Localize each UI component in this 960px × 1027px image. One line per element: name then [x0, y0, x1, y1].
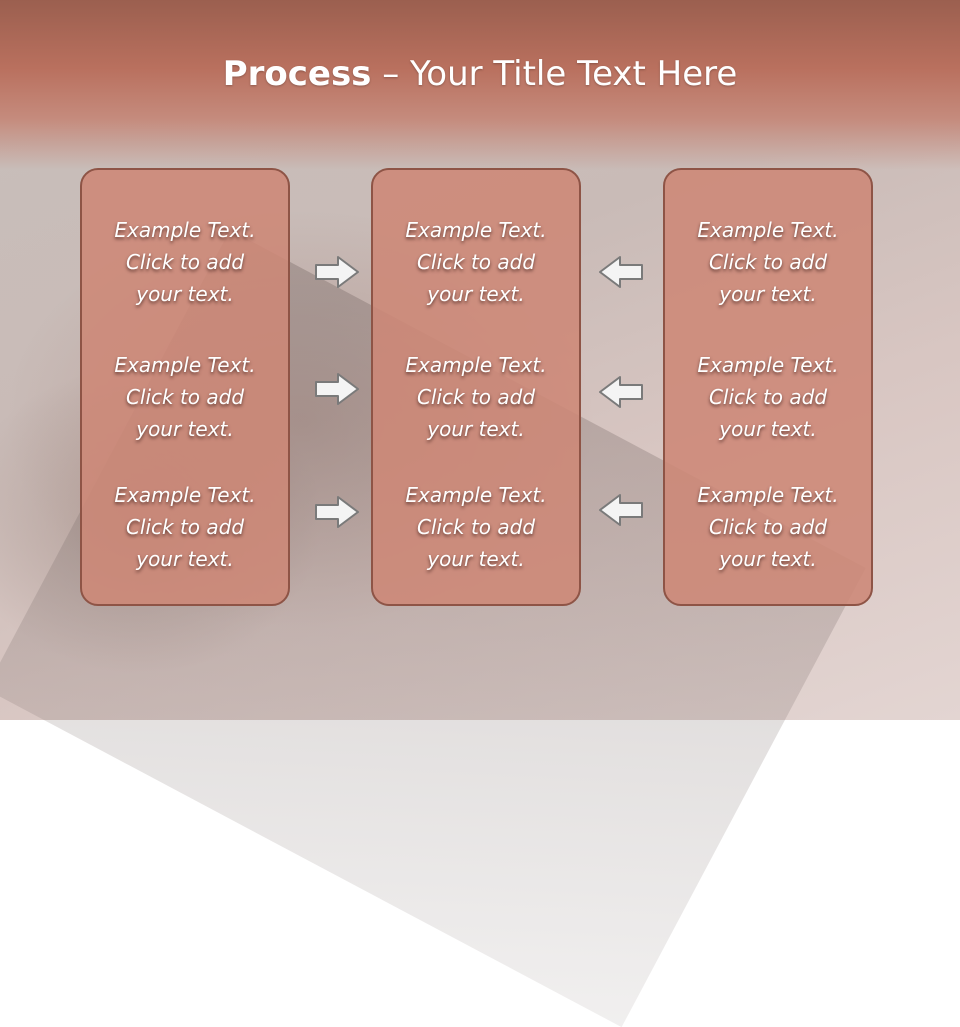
text-line: Example Text. — [697, 353, 839, 377]
text-block[interactable]: Example Text. Click to add your text. — [373, 214, 579, 310]
arrow-left-icon[interactable] — [597, 254, 645, 290]
text-line: your text. — [719, 417, 817, 441]
arrow-right-icon[interactable] — [313, 254, 361, 290]
text-line: Example Text. — [405, 218, 547, 242]
text-line: Example Text. — [114, 353, 256, 377]
text-block[interactable]: Example Text. Click to add your text. — [82, 349, 288, 445]
text-line: your text. — [427, 417, 525, 441]
text-line: your text. — [136, 547, 234, 571]
process-box-right[interactable]: Example Text. Click to add your text. Ex… — [663, 168, 873, 606]
text-line: your text. — [719, 282, 817, 306]
text-block[interactable]: Example Text. Click to add your text. — [665, 349, 871, 445]
text-line: Example Text. — [114, 483, 256, 507]
text-block[interactable]: Example Text. Click to add your text. — [373, 479, 579, 575]
text-block[interactable]: Example Text. Click to add your text. — [373, 349, 579, 445]
text-line: your text. — [427, 282, 525, 306]
text-line: Click to add — [416, 250, 536, 274]
arrow-left-icon[interactable] — [597, 374, 645, 410]
title-rest: – Your Title Text Here — [371, 54, 738, 94]
arrow-right-icon[interactable] — [313, 494, 361, 530]
text-line: your text. — [136, 282, 234, 306]
text-line: Example Text. — [697, 218, 839, 242]
text-line: Click to add — [125, 250, 245, 274]
text-line: your text. — [427, 547, 525, 571]
arrow-right-icon[interactable] — [313, 371, 361, 407]
text-line: Example Text. — [114, 218, 256, 242]
text-line: Example Text. — [405, 353, 547, 377]
process-box-left[interactable]: Example Text. Click to add your text. Ex… — [80, 168, 290, 606]
text-line: Click to add — [416, 515, 536, 539]
text-line: Click to add — [708, 250, 828, 274]
text-line: Click to add — [416, 385, 536, 409]
text-line: Example Text. — [405, 483, 547, 507]
text-block[interactable]: Example Text. Click to add your text. — [82, 214, 288, 310]
text-line: Click to add — [125, 385, 245, 409]
slide-title[interactable]: Process – Your Title Text Here — [0, 54, 960, 94]
title-bold: Process — [222, 54, 372, 94]
text-block[interactable]: Example Text. Click to add your text. — [665, 479, 871, 575]
title-band — [0, 0, 960, 170]
arrow-left-icon[interactable] — [597, 492, 645, 528]
text-line: Example Text. — [697, 483, 839, 507]
text-line: Click to add — [125, 515, 245, 539]
text-block[interactable]: Example Text. Click to add your text. — [82, 479, 288, 575]
text-line: your text. — [719, 547, 817, 571]
process-box-center[interactable]: Example Text. Click to add your text. Ex… — [371, 168, 581, 606]
text-line: Click to add — [708, 515, 828, 539]
text-block[interactable]: Example Text. Click to add your text. — [665, 214, 871, 310]
text-line: Click to add — [708, 385, 828, 409]
text-line: your text. — [136, 417, 234, 441]
